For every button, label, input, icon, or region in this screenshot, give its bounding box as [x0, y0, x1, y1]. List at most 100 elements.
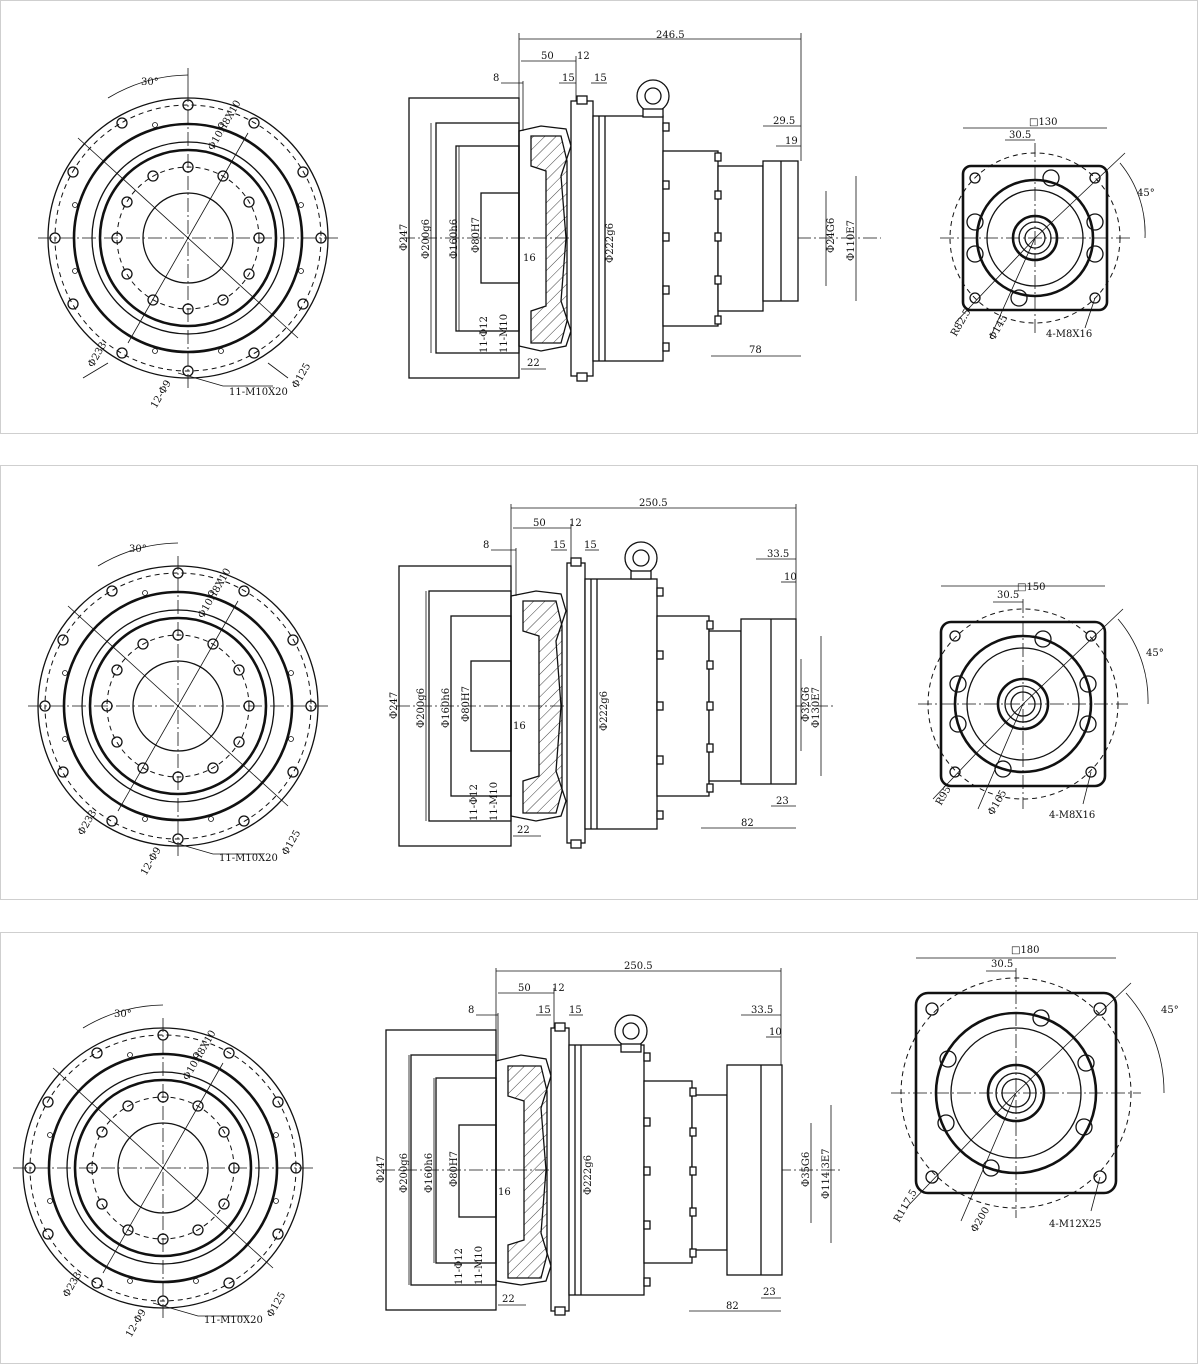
front-pcd-outer-label: Φ233 — [61, 1270, 84, 1299]
side-d15b: 15 — [584, 540, 597, 551]
front-holes-outer-label: 12-Φ9 — [124, 1307, 149, 1339]
side-d50: 50 — [541, 51, 554, 62]
side-d11a: 11-Φ12 — [479, 316, 490, 353]
lifting-eye — [636, 79, 670, 113]
end-radius: R82.5 — [949, 307, 973, 338]
side-d200: Φ200g6 — [421, 219, 432, 259]
side-d19: 10 — [769, 1027, 782, 1038]
small-holes — [72, 122, 304, 354]
side-d78: 82 — [741, 818, 754, 829]
technical-drawing-1: 30° Φ10H8X10 Φ233 12-Φ9 11-M10X20 Φ125 — [38, 30, 1155, 411]
front-holes-outer-label: 12-Φ9 — [149, 378, 174, 410]
side-d247: Φ247 — [376, 1156, 387, 1183]
side-d160: Φ160h6 — [449, 219, 460, 259]
front-angle-label: 30° — [141, 77, 159, 88]
side-overall-dim: 250.5 — [624, 961, 653, 972]
side-d15b: 15 — [594, 73, 607, 84]
side-d80: Φ80H7 — [471, 217, 482, 253]
end-view — [918, 585, 1149, 810]
end-pcd: Φ200 — [969, 1205, 992, 1234]
side-d23: 23 — [776, 796, 789, 807]
side-d23: 23 — [763, 1287, 776, 1298]
end-pcd: Φ145 — [987, 313, 1010, 342]
side-d80: Φ80H7 — [461, 686, 472, 722]
side-d22: 22 — [502, 1294, 515, 1305]
side-d22: 22 — [517, 825, 530, 836]
side-overall-dim: 250.5 — [639, 498, 668, 509]
side-d80: Φ80H7 — [449, 1151, 460, 1187]
front-view — [13, 1004, 313, 1318]
side-d12: 12 — [552, 983, 565, 994]
side-d24: Φ24G6 — [826, 218, 837, 253]
side-d11b: 11-M10 — [474, 1246, 485, 1285]
side-d29: 33.5 — [767, 549, 789, 560]
side-d222: Φ222g6 — [605, 223, 616, 263]
side-d19: 19 — [785, 136, 798, 147]
side-d16: 16 — [513, 721, 526, 732]
side-d78: 82 — [726, 1301, 739, 1312]
end-square: □180 — [1011, 945, 1040, 956]
side-d12: 12 — [577, 51, 590, 62]
side-d50: 50 — [518, 983, 531, 994]
front-view — [38, 68, 338, 388]
end-square: □130 — [1029, 117, 1058, 128]
side-d19: 10 — [784, 572, 797, 583]
end-angle: 45° — [1137, 188, 1155, 199]
end-angle: 45° — [1146, 648, 1164, 659]
side-d24: Φ32G6 — [801, 687, 812, 722]
end-thread: 4-M8X16 — [1046, 329, 1092, 340]
side-d200: Φ200g6 — [416, 688, 427, 728]
bolt-heads — [576, 95, 722, 382]
side-d29: 33.5 — [751, 1005, 773, 1016]
end-thread: 4-M12X25 — [1049, 1219, 1102, 1230]
technical-drawing-2: 30° Φ10H8X10 Φ233 12-Φ9 11-M10X20 Φ125 — [28, 498, 1164, 878]
side-d160: Φ160h6 — [424, 1153, 435, 1193]
side-d247: Φ247 — [389, 692, 400, 719]
drawing-panel-3: 30° Φ10H8X10 Φ233 12-Φ9 11-M10X20 Φ125 — [0, 932, 1198, 1364]
end-view — [891, 957, 1165, 1222]
end-d30: 30.5 — [1009, 130, 1031, 141]
side-d110: Φ114.3E7 — [821, 1149, 832, 1200]
end-radius: R95 — [934, 784, 954, 807]
side-d11a: 11-Φ12 — [454, 1248, 465, 1285]
side-d78: 78 — [749, 345, 762, 356]
side-d11b: 11-M10 — [489, 782, 500, 821]
side-d12: 12 — [569, 518, 582, 529]
front-pcd-outer-label: Φ233 — [86, 340, 109, 369]
end-view — [940, 127, 1146, 339]
side-view — [381, 968, 841, 1316]
side-d160: Φ160h6 — [441, 688, 452, 728]
side-d50: 50 — [533, 518, 546, 529]
front-thread-label: 11-M10X20 — [229, 387, 288, 398]
drawing-panel-1: 30° Φ10H8X10 Φ233 12-Φ9 11-M10X20 Φ125 — [0, 0, 1198, 434]
side-d11b: 11-M10 — [499, 314, 510, 353]
front-pcd-outer-label: Φ233 — [76, 808, 99, 837]
front-angle-label: 30° — [114, 1009, 132, 1020]
front-angle-label: 30° — [129, 544, 147, 555]
front-holes-outer-label: 12-Φ9 — [139, 845, 164, 877]
front-pcd-inner-label: Φ125 — [265, 1290, 288, 1319]
end-thread: 4-M8X16 — [1049, 810, 1095, 821]
drawing-panel-2: 30° Φ10H8X10 Φ233 12-Φ9 11-M10X20 Φ125 — [0, 465, 1198, 900]
bolt-holes-inner — [111, 161, 265, 315]
side-d11a: 11-Φ12 — [469, 784, 480, 821]
end-d30: 30.5 — [991, 959, 1013, 970]
technical-drawing-3: 30° Φ10H8X10 Φ233 12-Φ9 11-M10X20 Φ125 — [13, 945, 1179, 1340]
side-d15a: 15 — [538, 1005, 551, 1016]
front-thread-label: 11-M10X20 — [219, 853, 278, 864]
side-d110: Φ130E7 — [811, 687, 822, 728]
front-thread-label: 11-M10X20 — [204, 1315, 263, 1326]
side-d16: 16 — [498, 1187, 511, 1198]
side-d16: 16 — [523, 253, 536, 264]
front-pcd-inner-label: Φ125 — [280, 828, 303, 857]
side-d24: Φ35G6 — [801, 1152, 812, 1187]
side-view — [396, 504, 836, 849]
side-d15a: 15 — [553, 540, 566, 551]
front-pcd-inner-label: Φ125 — [290, 361, 313, 390]
side-d8: 8 — [483, 540, 489, 551]
side-d200: Φ200g6 — [399, 1153, 410, 1193]
end-radius: R117.5 — [892, 1188, 920, 1225]
side-d247: Φ247 — [399, 224, 410, 251]
side-d110: Φ110E7 — [846, 220, 857, 261]
end-angle: 45° — [1161, 1005, 1179, 1016]
